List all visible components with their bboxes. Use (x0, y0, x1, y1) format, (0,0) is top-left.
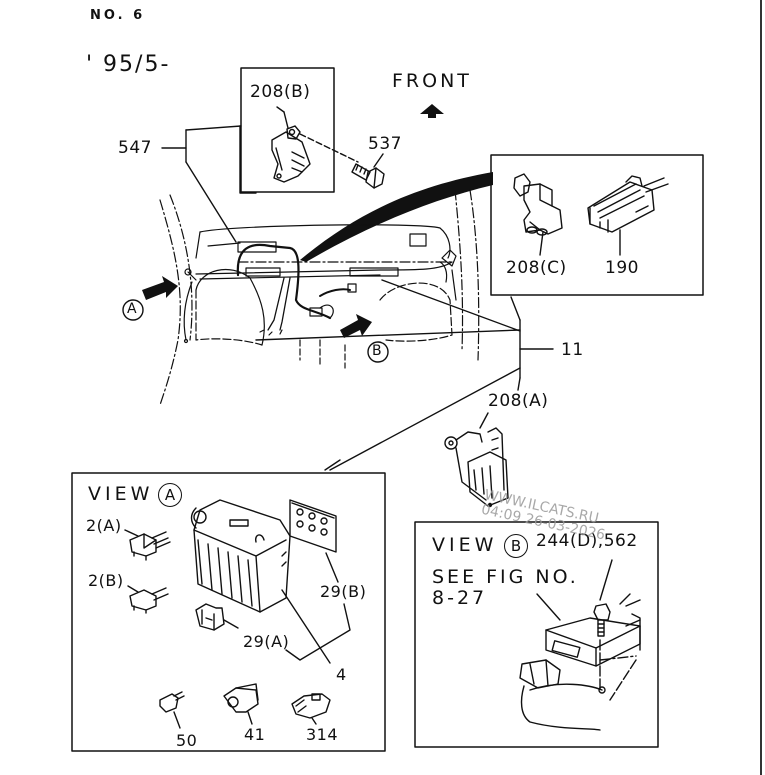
bolt-537-drawing (351, 163, 385, 189)
callout-11: 11 (561, 340, 584, 360)
bracket-208b-drawing (271, 111, 311, 183)
callout-2b: 2(B) (88, 571, 124, 590)
callout-314: 314 (306, 725, 339, 744)
view-b-box (414, 521, 659, 748)
front-arrow-icon (420, 104, 444, 118)
seal-29b-drawing (289, 499, 337, 553)
inset-box-208c-190 (490, 154, 704, 321)
date-range: ' 95/5- (86, 52, 171, 77)
callout-244d-562: 244(D),562 (536, 531, 638, 551)
part-29a-drawing (195, 603, 225, 631)
part-2b-drawing (129, 587, 169, 614)
figure-number: NO. 6 (90, 8, 146, 23)
front-label: FRONT (392, 70, 472, 92)
part-41-drawing (223, 683, 259, 713)
page-right-border (760, 0, 762, 775)
clip-208c-drawing (513, 173, 563, 236)
view-a-title-marker: A (158, 483, 182, 507)
view-a-arrow-icon (142, 276, 178, 300)
swoosh-pointer (300, 172, 493, 262)
view-b-marker: B (372, 343, 383, 359)
view-b-marker-circle (367, 341, 389, 363)
callout-547: 547 (118, 138, 152, 158)
callout-41: 41 (244, 725, 266, 744)
leader-547 (161, 125, 257, 243)
see-fig-line2: 8-27 (432, 587, 488, 609)
callout-2a: 2(A) (86, 516, 122, 535)
screw-244d-562-drawing (593, 603, 611, 691)
callout-537: 537 (368, 134, 402, 154)
callout-29b: 29(B) (320, 582, 367, 601)
part-50-drawing (159, 691, 185, 713)
callout-4: 4 (336, 665, 347, 684)
control-unit-drawing (545, 593, 641, 701)
harness-connector-drawing (519, 659, 606, 731)
callout-50: 50 (176, 731, 198, 750)
view-a-box (71, 459, 386, 752)
view-a-title: VIEW (88, 483, 154, 505)
callout-208c: 208(C) (506, 258, 567, 278)
callout-190: 190 (605, 258, 639, 278)
leader-11 (255, 279, 554, 471)
see-fig-line1: SEE FIG NO. (432, 566, 579, 588)
view-b-title-marker: B (504, 534, 528, 558)
vehicle-interior-drawing (159, 189, 480, 406)
fuse-box-4-drawing (190, 499, 291, 613)
view-b-title: VIEW (432, 534, 498, 556)
callout-208a: 208(A) (488, 391, 549, 411)
view-b-arrow-icon (340, 314, 372, 338)
callout-29a: 29(A) (243, 632, 290, 651)
inset-box-208b (240, 67, 385, 193)
view-a-marker-circle (122, 299, 144, 321)
bracket-208a-drawing (444, 412, 509, 508)
part-314-drawing (291, 693, 331, 719)
connector-190-drawing (587, 175, 669, 233)
view-a-marker: A (127, 301, 138, 317)
part-2a-drawing (129, 531, 171, 561)
callout-208b: 208(B) (250, 82, 311, 102)
